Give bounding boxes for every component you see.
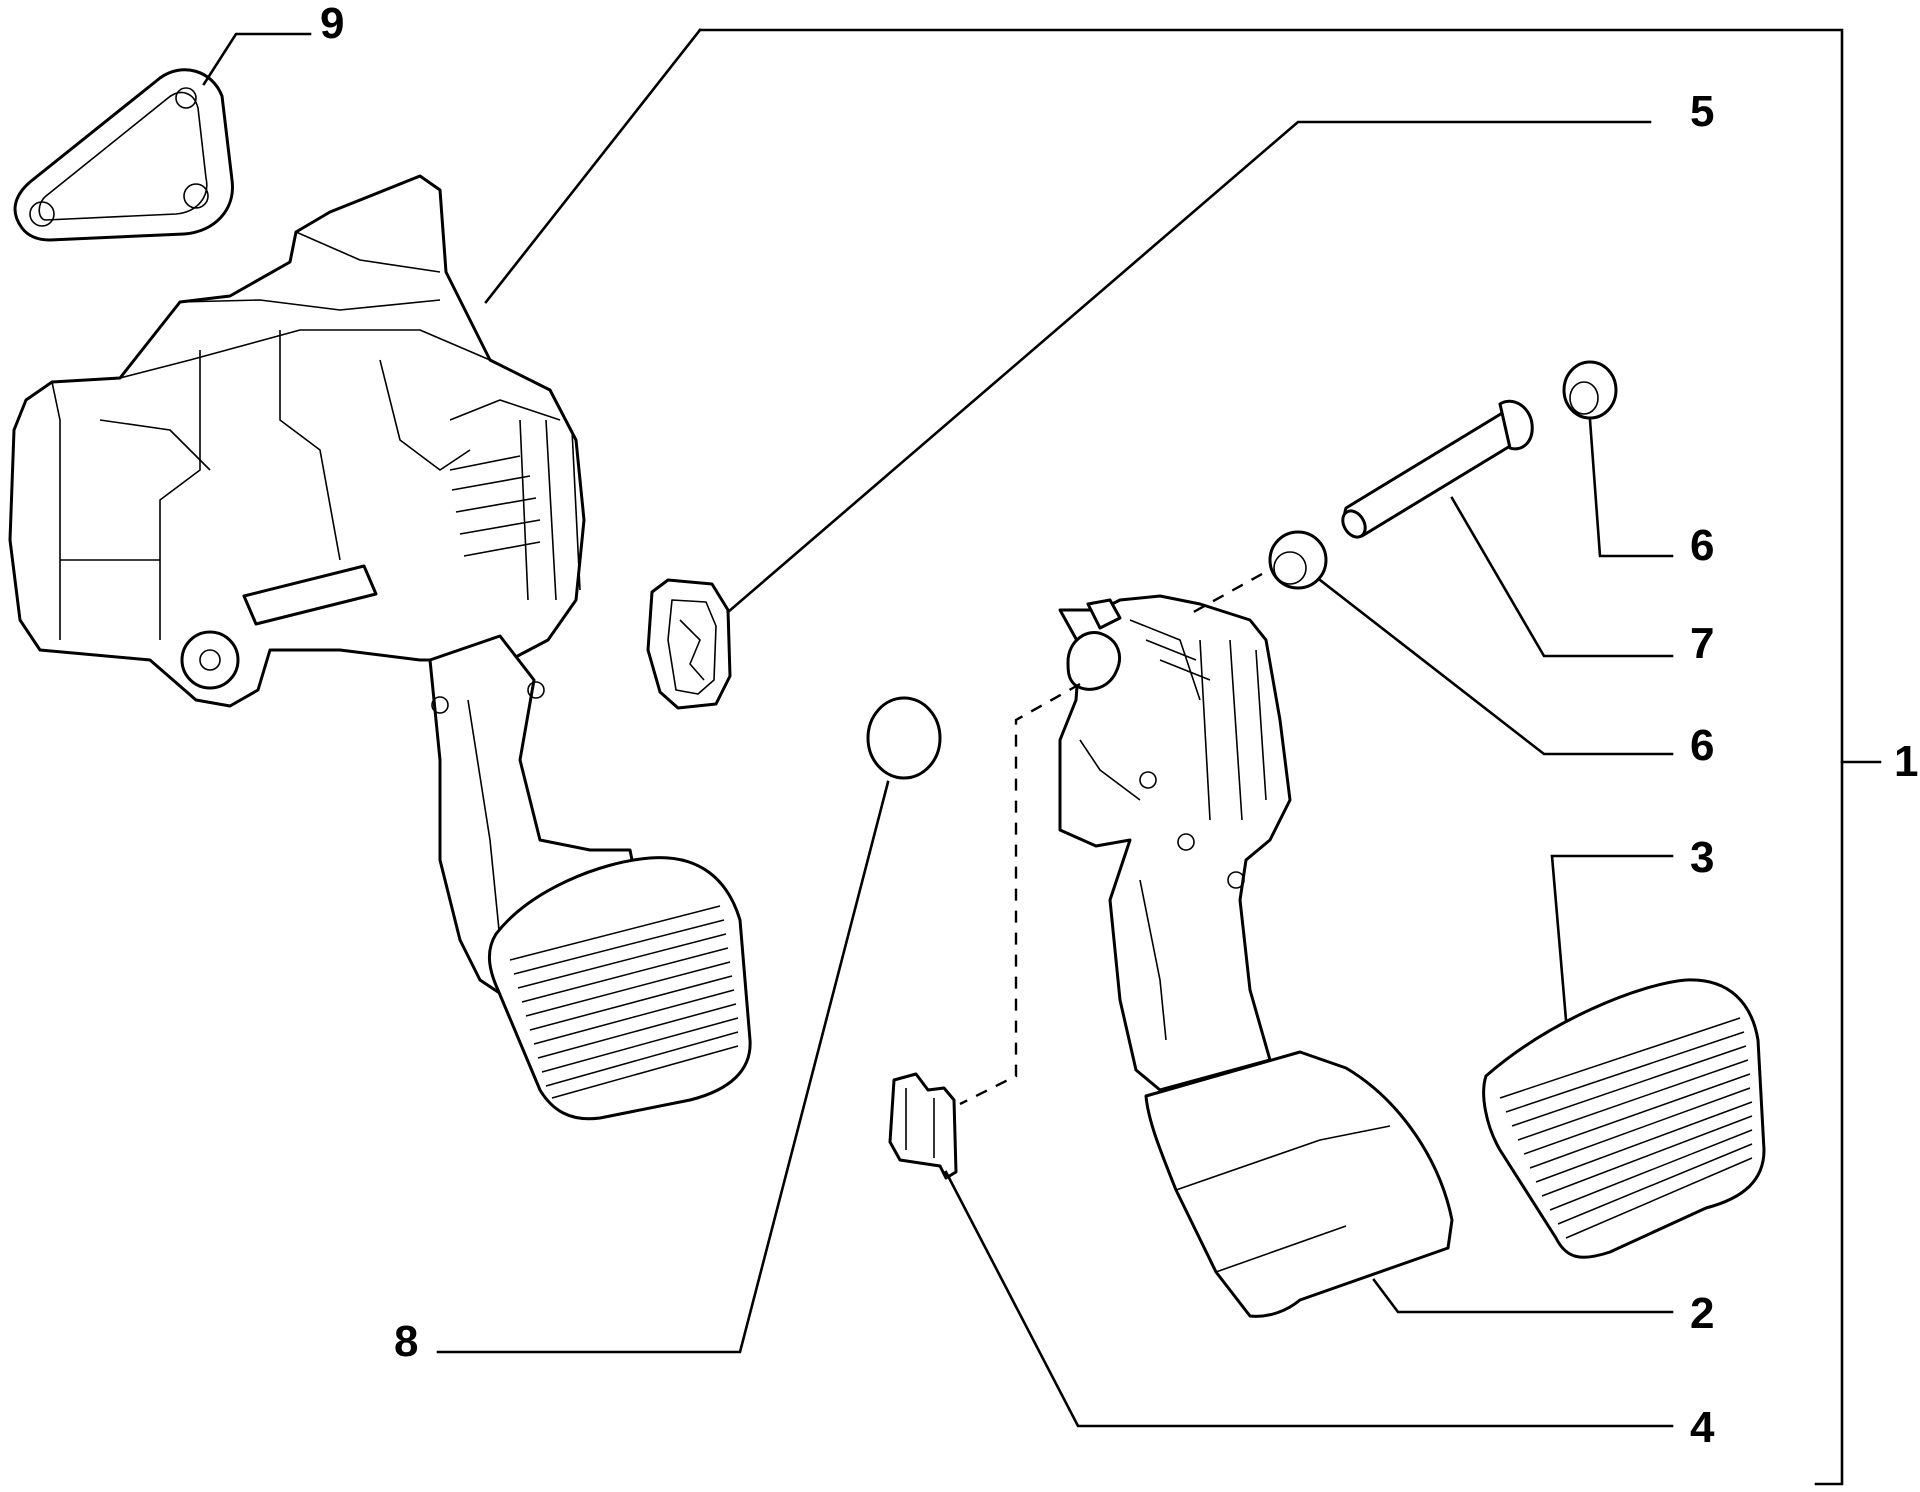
part-7-pivot-pin [1341,399,1534,539]
part-3-pedal-pad [1482,978,1766,1259]
leader-lines [202,28,1882,1486]
callout-3: 3 [1690,833,1714,882]
part-6-bushing-lower [1268,530,1328,590]
assembly-guide-lines [959,572,1263,1106]
left-pad-ribs [509,905,739,1099]
part-9-gasket [13,68,234,242]
callout-1: 1 [1894,737,1918,786]
part-6-bushing-upper [1562,360,1618,420]
callout-4: 4 [1690,1403,1715,1452]
main-pedal-bracket-assembly [8,174,752,1121]
callout-8: 8 [394,1317,418,1366]
callout-labels: 1 2 3 4 5 6 7 6 8 9 [320,0,1918,1452]
right-pad-ribs [1499,1017,1753,1239]
callout-5: 5 [1690,87,1714,136]
callout-9: 9 [320,0,344,48]
part-5-sensor-cover [646,578,732,710]
callout-7: 7 [1690,619,1714,668]
callout-2: 2 [1690,1289,1714,1338]
callout-6-upper: 6 [1690,521,1714,570]
callout-6-lower: 6 [1690,721,1714,770]
part-2-brake-pedal-assembly [1058,594,1454,1318]
part-8-disc [866,696,942,780]
part-4-clip [888,1072,958,1180]
